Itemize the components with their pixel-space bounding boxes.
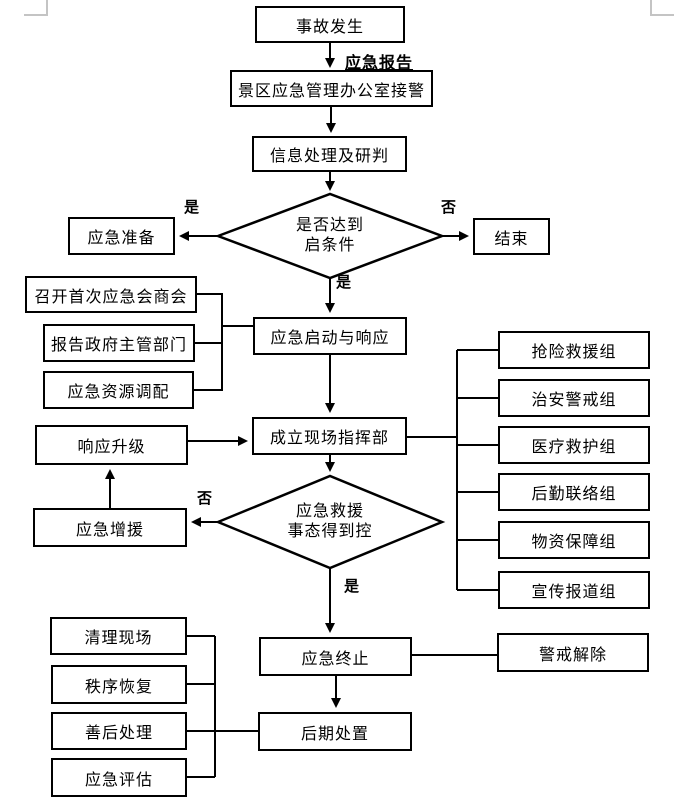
node-terminate: 应急终止: [259, 637, 412, 676]
node-recovery-settlement: 善后处理: [51, 712, 187, 750]
node-resource: 应急资源调配: [43, 371, 194, 409]
bracket-left-prep: [195, 293, 223, 344]
page-corner-mark-top-right-v: [650, 0, 652, 15]
node-recovery-evaluation: 应急评估: [51, 758, 187, 797]
node-report-gov: 报告政府主管部门: [43, 324, 195, 362]
node-reinforce: 应急增援: [33, 508, 187, 547]
decision2-line2: 事态得到控: [287, 523, 373, 540]
node-team-medical: 医疗救护组: [498, 426, 650, 464]
node-command: 成立现场指挥部: [252, 417, 407, 455]
edge-label-report: 应急报告: [345, 55, 414, 72]
decision2-text: 应急救援 事态得到控: [260, 502, 400, 542]
page-corner-mark-top-right-h: [650, 14, 674, 16]
node-team-publicity: 宣传报道组: [498, 571, 650, 609]
node-team-supplies: 物资保障组: [498, 521, 650, 559]
node-upgrade: 响应升级: [35, 425, 188, 465]
node-recovery-cleanup: 清理现场: [50, 617, 187, 655]
page-corner-mark-top-left-h: [24, 14, 48, 16]
node-accident: 事故发生: [255, 6, 405, 43]
bracket-left-prep-2: [194, 343, 223, 391]
edge-label-decision2-down: 是: [344, 578, 360, 595]
decision2-line1: 应急救援: [295, 503, 364, 520]
edge-label-decision1-yes: 是: [184, 199, 200, 216]
node-team-security: 治安警戒组: [498, 379, 650, 417]
node-recovery-order: 秩序恢复: [51, 665, 187, 704]
node-meeting: 召开首次应急会商会: [25, 276, 197, 313]
edge-label-decision1-down: 是: [336, 274, 352, 291]
node-team-logistics: 后勤联络组: [498, 473, 650, 511]
node-office: 景区应急管理办公室接警: [230, 70, 433, 107]
node-team-rescue: 抢险救援组: [498, 331, 650, 369]
node-end: 结束: [473, 218, 550, 255]
page-corner-mark-top-left-v: [46, 0, 48, 15]
decision1-line1: 是否达到: [295, 217, 364, 234]
edge-label-decision1-no: 否: [441, 199, 457, 216]
node-prepare: 应急准备: [68, 217, 175, 255]
decision1-text: 是否达到 启条件: [270, 216, 390, 256]
decision2-diamond: [214, 474, 446, 570]
node-info: 信息处理及研判: [252, 136, 407, 172]
node-launch: 应急启动与响应: [253, 317, 407, 355]
decision1-diamond: [214, 192, 446, 280]
node-lift-alert: 警戒解除: [497, 633, 649, 672]
node-aftermath: 后期处置: [258, 712, 412, 751]
edge-label-decision2-no: 否: [197, 490, 213, 507]
decision1-line2: 启条件: [304, 237, 356, 254]
